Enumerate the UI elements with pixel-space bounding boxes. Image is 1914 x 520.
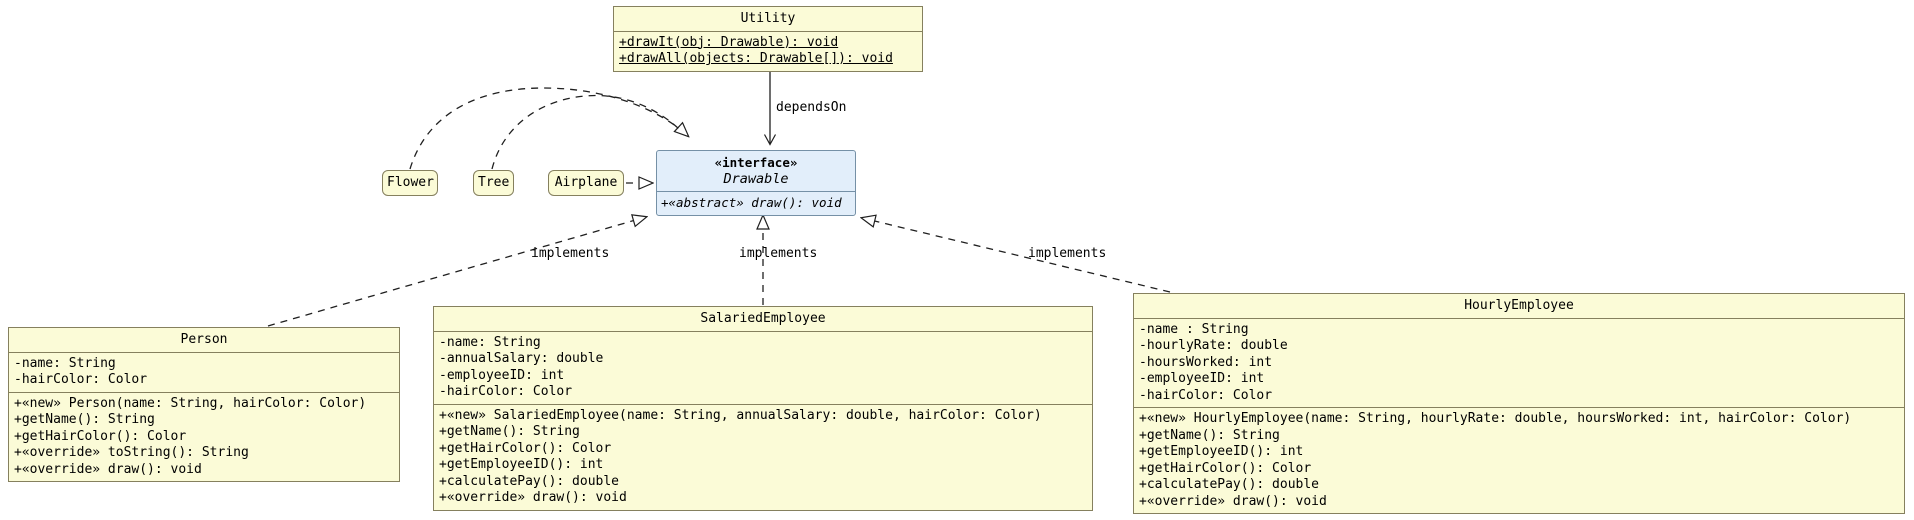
method: +getEmployeeID(): int xyxy=(439,457,604,472)
method: +getName(): String xyxy=(1139,427,1280,443)
interface-header: «interface» Drawable xyxy=(657,151,855,192)
attributes-compartment: -name: String -annualSalary: double -emp… xyxy=(434,332,1092,405)
interface-stereotype: «interface» xyxy=(714,155,798,170)
interface-title: Drawable xyxy=(723,171,789,187)
method: +«new» Person(name: String, hairColor: C… xyxy=(14,395,367,411)
class-flower: Flower xyxy=(382,170,438,196)
methods-compartment: +«abstract» draw(): void xyxy=(657,192,855,215)
edge-tree-implements-drawable xyxy=(491,94,682,170)
edge-flower-implements-drawable xyxy=(409,87,688,170)
class-tree: Tree xyxy=(473,170,514,196)
method: +«override» draw(): void xyxy=(439,490,627,505)
method: +drawIt(obj: Drawable): void xyxy=(619,34,839,50)
method: +getName(): String xyxy=(439,424,580,439)
method: +«override» toString(): String xyxy=(14,445,249,460)
attribute: -hairColor: Color xyxy=(14,372,148,387)
edge-hourlyemployee-implements-drawable xyxy=(862,218,1171,293)
methods-compartment: +«new» Person(name: String, hairColor: C… xyxy=(9,393,399,482)
edge-label-implements-middle: implements xyxy=(739,246,818,261)
method: +calculatePay(): double xyxy=(1139,477,1320,492)
interface-drawable: «interface» Drawable +«abstract» draw():… xyxy=(656,150,856,216)
method: +«new» SalariedEmployee(name: String, an… xyxy=(439,407,1042,423)
method: +getHairColor(): Color xyxy=(1139,460,1312,476)
class-salaried-employee: SalariedEmployee -name: String -annualSa… xyxy=(433,306,1093,511)
edge-label-implements-right: implements xyxy=(1028,246,1107,261)
class-title: Person xyxy=(9,328,399,353)
method: +getEmployeeID(): int xyxy=(1139,444,1304,459)
method: +«new» HourlyEmployee(name: String, hour… xyxy=(1139,411,1852,426)
methods-compartment: +drawIt(obj: Drawable): void +drawAll(ob… xyxy=(614,32,922,71)
method: +calculatePay(): double xyxy=(439,473,620,489)
attribute: -hoursWorked: int xyxy=(1139,354,1273,370)
method: +«abstract» draw(): void xyxy=(661,195,842,210)
class-utility: Utility +drawIt(obj: Drawable): void +dr… xyxy=(613,6,923,72)
attributes-compartment: -name : String -hourlyRate: double -hour… xyxy=(1134,319,1904,408)
methods-compartment: +«new» HourlyEmployee(name: String, hour… xyxy=(1134,408,1904,513)
class-airplane: Airplane xyxy=(548,170,624,196)
methods-compartment: +«new» SalariedEmployee(name: String, an… xyxy=(434,405,1092,510)
attribute: -employeeID: int xyxy=(439,367,565,383)
method: +getHairColor(): Color xyxy=(439,440,612,456)
attribute: -annualSalary: double xyxy=(439,351,604,366)
method: +«override» draw(): void xyxy=(1139,493,1327,509)
class-title: Utility xyxy=(614,7,922,32)
attribute: -name : String xyxy=(1139,321,1249,337)
class-title: HourlyEmployee xyxy=(1134,294,1904,319)
class-person: Person -name: String -hairColor: Color +… xyxy=(8,327,400,482)
class-title: SalariedEmployee xyxy=(434,307,1092,332)
attribute: -name: String xyxy=(14,355,116,371)
class-hourly-employee: HourlyEmployee -name : String -hourlyRat… xyxy=(1133,293,1905,514)
edge-label-implements-left: implements xyxy=(531,246,610,261)
method: +drawAll(objects: Drawable[]): void xyxy=(619,51,893,66)
method: +getName(): String xyxy=(14,412,155,427)
attribute: -hairColor: Color xyxy=(439,384,573,399)
attribute: -hairColor: Color xyxy=(1139,387,1273,403)
attribute: -name: String xyxy=(439,334,541,350)
attribute: -hourlyRate: double xyxy=(1139,338,1288,353)
edge-label-dependson: dependsOn xyxy=(776,100,847,115)
attribute: -employeeID: int xyxy=(1139,371,1265,386)
method: +getHairColor(): Color xyxy=(14,428,187,444)
method: +«override» draw(): void xyxy=(14,461,202,477)
attributes-compartment: -name: String -hairColor: Color xyxy=(9,353,399,393)
